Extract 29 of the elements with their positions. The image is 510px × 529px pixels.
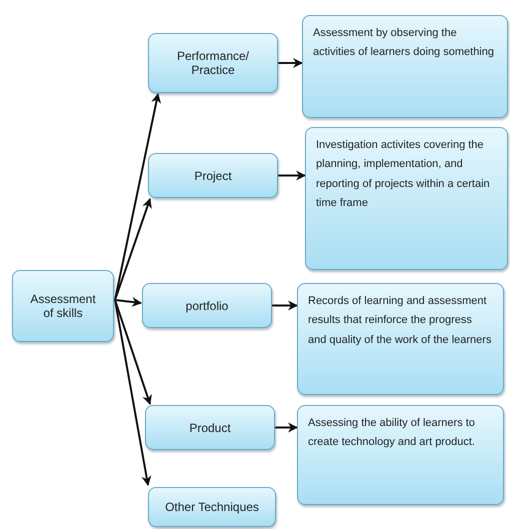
category-box <box>148 153 278 198</box>
description-box <box>297 283 504 395</box>
arrow <box>114 93 162 300</box>
arrow <box>278 170 306 180</box>
category-box <box>142 283 272 328</box>
description-box <box>305 127 508 270</box>
category-label: Assessment of skills <box>29 292 97 320</box>
category-box <box>148 487 276 527</box>
category-label: Project <box>194 168 232 182</box>
category-label: Other Techniques <box>165 500 259 514</box>
arrow <box>275 422 298 432</box>
category-box <box>145 405 275 450</box>
arrow <box>114 198 152 300</box>
arrow <box>114 300 152 486</box>
description-text: Records of learning and assessment results that reinforce the progress and quality of the work of the learners <box>308 294 492 348</box>
arrow <box>114 300 152 405</box>
description-box <box>302 15 508 118</box>
category-box <box>148 33 278 93</box>
description-text: Assessing the ability of learners to create technology and art product. <box>308 416 476 450</box>
description-text: Investigation activites covering the planning, implementation, and reporting of projects within a certain time frame <box>316 138 491 211</box>
description-text: Assessment by observing the activities of learners doing something <box>313 26 495 60</box>
arrow <box>114 297 142 307</box>
category-label: Product <box>189 420 231 434</box>
category-label: portfolio <box>186 298 228 312</box>
arrow <box>278 58 303 68</box>
arrow <box>272 300 298 310</box>
category-box <box>12 270 114 342</box>
description-box <box>297 405 504 505</box>
category-label: Performance/ Practice <box>176 49 250 77</box>
